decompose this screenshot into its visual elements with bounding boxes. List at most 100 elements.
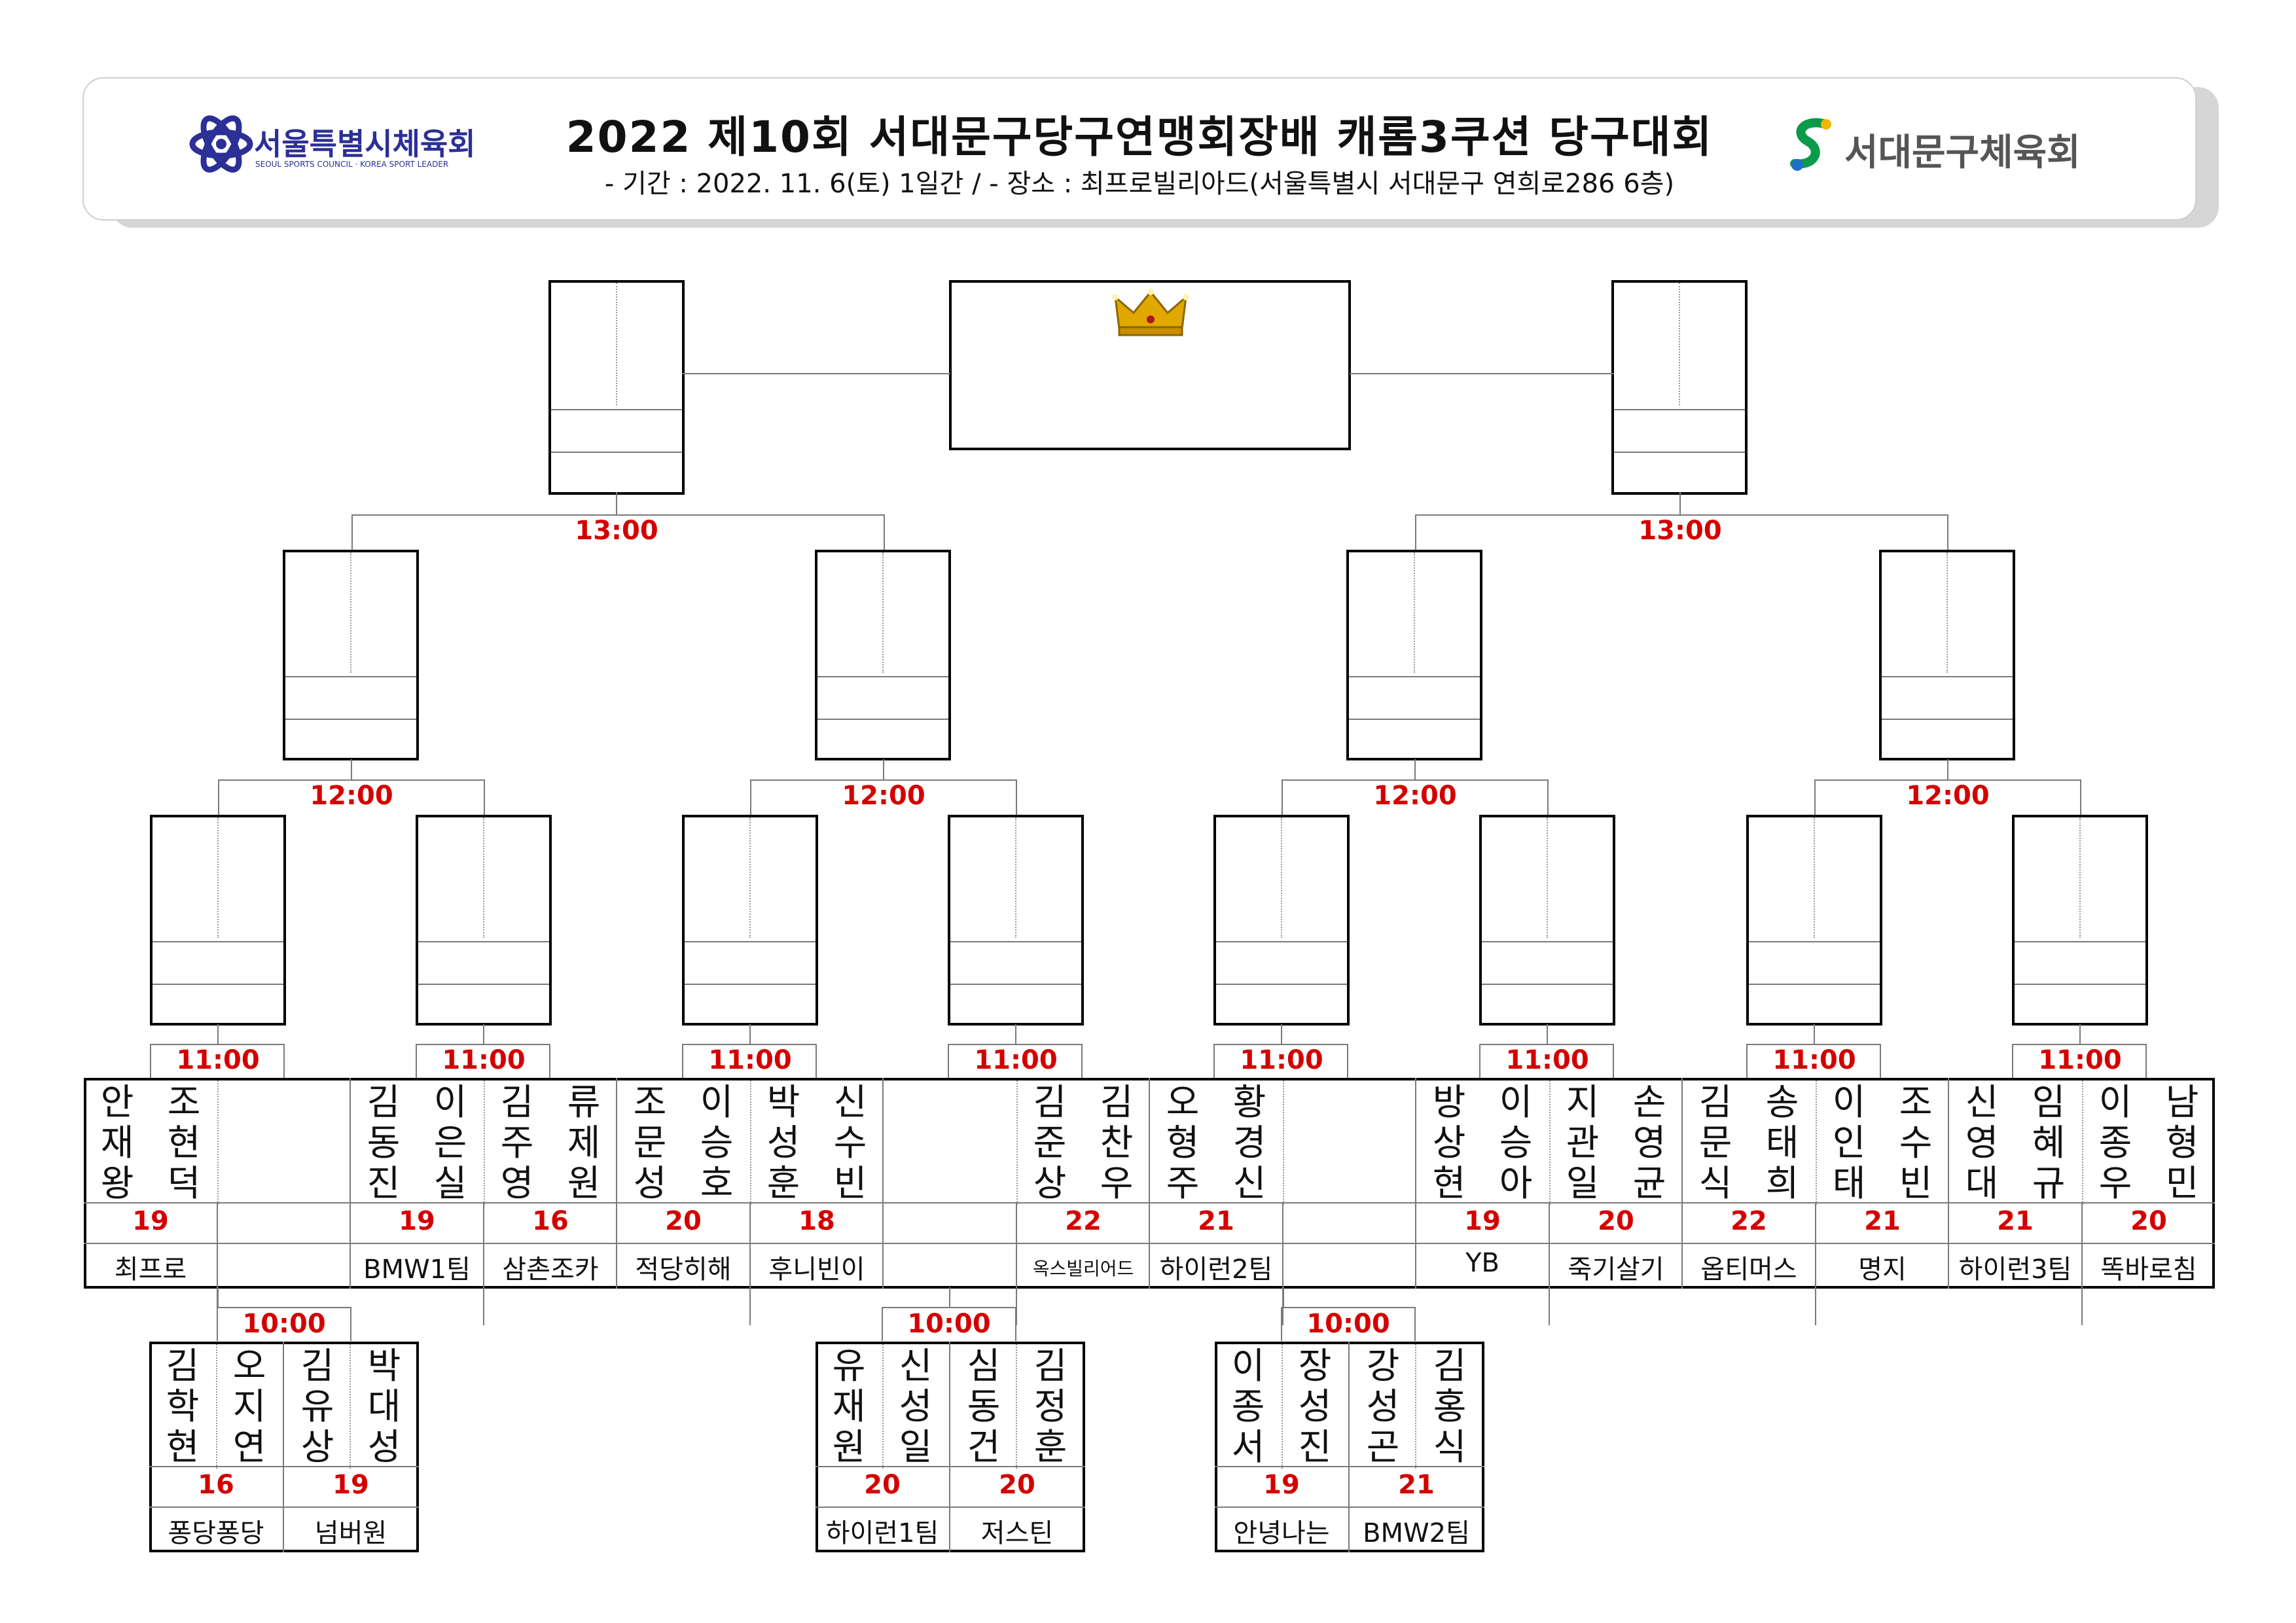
grid-line	[1281, 1307, 1416, 1308]
dotted-divider	[749, 817, 751, 938]
atom-emblem-icon	[189, 115, 253, 173]
grid-line	[217, 1307, 351, 1308]
match-time: 10:00	[907, 1309, 991, 1339]
grid-line	[217, 1202, 218, 1325]
grid-line	[1479, 1044, 1614, 1045]
grid-line	[1213, 1044, 1348, 1045]
grid-line	[948, 1044, 1083, 1045]
dotted-divider	[882, 1344, 884, 1469]
dotted-divider	[350, 1344, 351, 1469]
grid-line	[285, 676, 416, 677]
team-name: 옥스빌리어드	[1032, 1258, 1134, 1279]
grid-line	[350, 1307, 351, 1341]
team-name: 넘버원	[314, 1518, 387, 1548]
team-score: 19	[1464, 1206, 1501, 1236]
grid-line	[2015, 941, 2145, 942]
team-name: 안녕나는	[1233, 1518, 1330, 1548]
team-score: 20	[864, 1470, 901, 1500]
grid-line	[1216, 984, 1347, 985]
grid-line	[1081, 1044, 1083, 1078]
dotted-divider	[1415, 1344, 1416, 1469]
grid-line	[2145, 1044, 2147, 1078]
grid-line	[816, 1044, 817, 1078]
team-name: 퐁당퐁당	[168, 1518, 264, 1548]
dotted-divider	[1547, 817, 1548, 938]
grid-line	[416, 1044, 417, 1078]
match-time: 13:00	[575, 516, 658, 546]
team-score: 20	[2130, 1206, 2167, 1236]
seoul-logo-subtext: SEOUL SPORTS COUNCIL · KOREA SPORT LEADE…	[255, 160, 449, 169]
grid-line	[418, 984, 549, 985]
grid-line	[1614, 409, 1745, 410]
dotted-divider	[2082, 1080, 2083, 1205]
dotted-divider	[1281, 817, 1282, 938]
connector-line	[1415, 514, 1948, 516]
grid-line	[1349, 676, 1480, 677]
match-time: 12:00	[1373, 781, 1457, 811]
team-name: 적당히해	[635, 1255, 732, 1285]
grid-line	[1815, 1202, 1816, 1325]
grid-line	[882, 1078, 884, 1289]
match-time: 12:00	[1906, 781, 1990, 811]
dotted-divider	[483, 817, 484, 938]
dotted-divider	[217, 817, 219, 938]
connector-line	[1016, 779, 1017, 816]
team-score: 22	[1731, 1206, 1767, 1236]
connector-line	[351, 759, 352, 780]
connector-line	[1814, 779, 1816, 816]
grid-line	[749, 1202, 751, 1325]
match-time: 12:00	[310, 781, 393, 811]
grid-line	[1482, 941, 1613, 942]
team-score: 18	[798, 1206, 835, 1236]
grid-line	[416, 1044, 550, 1045]
connector-line	[682, 373, 950, 374]
connector-line	[1814, 1024, 1815, 1044]
connector-line	[1547, 779, 1549, 816]
team-name: BMW1팀	[363, 1255, 471, 1285]
dotted-divider	[217, 1080, 219, 1205]
connector-line	[1282, 779, 1549, 781]
grid-line	[84, 1202, 2215, 1204]
connector-line	[217, 1287, 219, 1307]
connector-line	[750, 779, 751, 816]
grid-line	[1213, 1044, 1215, 1078]
connector-line	[1414, 759, 1416, 780]
team-score: 20	[665, 1206, 702, 1236]
match-time: 12:00	[842, 781, 925, 811]
grid-line	[152, 941, 283, 942]
grid-line	[1746, 1044, 1881, 1045]
s-swoosh-icon	[1790, 118, 1831, 171]
grid-line	[1882, 676, 2013, 677]
team-name: 하이런1팀	[825, 1518, 939, 1548]
grid-line	[1216, 941, 1347, 942]
grid-line	[2012, 1044, 2013, 1078]
grid-line	[483, 1202, 484, 1325]
grid-line	[549, 1044, 550, 1078]
grid-line	[1282, 1202, 1283, 1325]
grid-line	[1749, 941, 1880, 942]
dotted-divider	[1946, 552, 1948, 673]
grid-line	[685, 941, 816, 942]
grid-line	[817, 676, 948, 677]
dotted-divider	[1679, 283, 1680, 405]
dotted-divider	[1549, 1080, 1551, 1205]
connector-line	[351, 514, 353, 551]
